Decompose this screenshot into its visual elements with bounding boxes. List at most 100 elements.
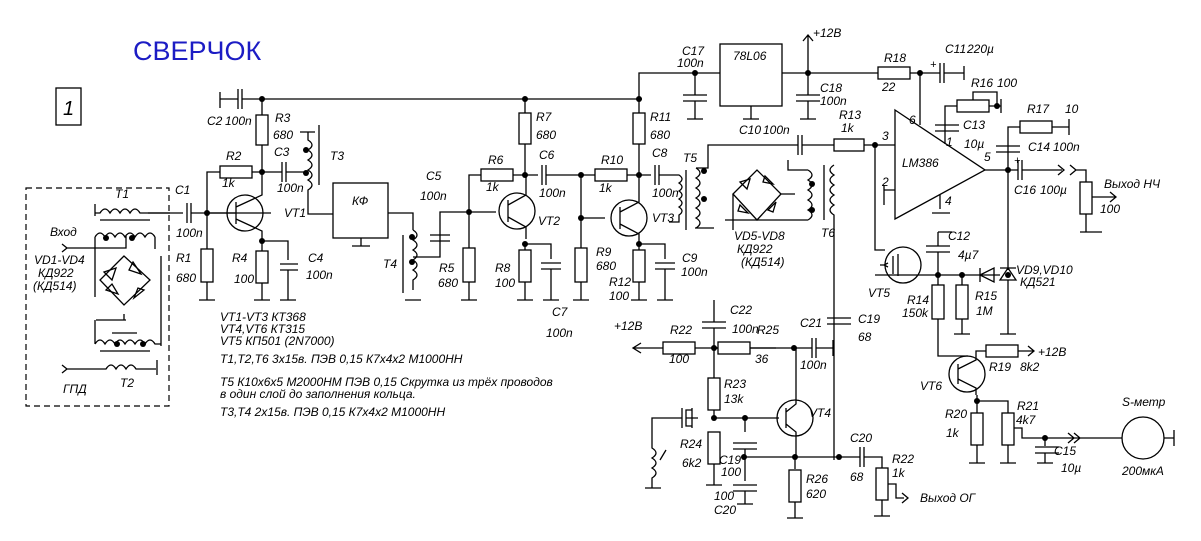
- VT2-collector-wires: [524, 99, 581, 185]
- R7-ref: R7: [536, 110, 553, 124]
- VT1-label: VT1: [284, 206, 306, 220]
- R12-ref: R12: [609, 275, 631, 289]
- R26-ref: R26: [806, 472, 828, 486]
- VT1-leads: [207, 172, 263, 241]
- s-meter-value: 200мкА: [1121, 464, 1164, 478]
- diodes-type: КД922: [38, 266, 74, 280]
- VT6-label: VT6: [920, 379, 942, 393]
- R1-wire: [199, 213, 215, 301]
- R6-ref: R6: [488, 153, 504, 167]
- VT2-emitter-wires: [517, 243, 561, 301]
- potentiometer-R16: [956, 99, 990, 113]
- VT5-gate-wire: [874, 145, 885, 251]
- VT3-emitter-wires: [631, 243, 675, 301]
- plus12-label-VT6: +12В: [1038, 345, 1066, 359]
- R12-value: 100: [609, 289, 629, 303]
- C11-ref: C11: [945, 42, 966, 56]
- VT2-label: VT2: [538, 214, 560, 228]
- capacitor-C15: [1035, 432, 1122, 464]
- VT2-base-wires: [461, 174, 525, 301]
- transistor-VT4: [776, 399, 814, 437]
- C19b-value: 100: [721, 465, 741, 479]
- note-transistors-2: VT4,VT6 КТ315: [220, 322, 305, 336]
- C16-value: 100µ: [1040, 183, 1067, 197]
- volume-pot-value: 100: [1100, 202, 1120, 216]
- capacitor-C17: [683, 73, 707, 120]
- VT2-leads: [507, 175, 527, 239]
- T4-label: T4: [383, 257, 397, 271]
- stage-VT3: R10 1k R9 680 VT3 R11 680 C8 100n R12 10…: [573, 96, 708, 303]
- label-T1: T1: [115, 187, 129, 201]
- R10-ref: R10: [601, 153, 623, 167]
- VT4-leads: [785, 348, 797, 455]
- R4-C4-wires: [254, 240, 298, 301]
- R5-value: 680: [438, 276, 458, 290]
- capacitor-C20-and-R22: [855, 447, 910, 517]
- R1-ref: R1: [176, 251, 191, 265]
- pin-2: 2: [881, 175, 889, 189]
- R7-value: 680: [536, 128, 556, 142]
- resistor-R22: [662, 341, 696, 355]
- capacitor-C10: [797, 135, 834, 155]
- note-transistors-3: VT5 КП501 (2N7000): [220, 334, 335, 348]
- KF-label: КФ: [352, 194, 369, 208]
- resistor-R23: [707, 377, 721, 411]
- C20b-ref: C20: [714, 503, 736, 517]
- input-mixer-block: T1 Вход VD1-VD4 КД922 (КД514) T2 ГПД: [25, 187, 170, 407]
- amplifier-label: LM386: [902, 156, 939, 170]
- VT5-label: VT5: [868, 286, 890, 300]
- s-meter: [1121, 416, 1165, 460]
- resistor-R12: [632, 249, 646, 283]
- VD5-VD8-type: КД922: [737, 242, 773, 256]
- T6-secondary: [829, 164, 836, 460]
- input-label: Вход: [50, 225, 77, 239]
- diodes-label: VD1-VD4: [34, 253, 85, 267]
- local-oscillator: +12В R22 100 C22 100n R25 36 C21 100n R2…: [614, 300, 977, 519]
- C9-ref: C9: [682, 251, 698, 265]
- resistor-R26: [788, 469, 802, 503]
- R9-ref: R9: [596, 245, 612, 259]
- volume-pot: [1079, 181, 1093, 215]
- transformer-T5: [694, 144, 798, 229]
- T6-label: T6: [821, 226, 835, 240]
- R22b-ref: R22: [892, 452, 914, 466]
- resistor-R6: [480, 168, 514, 182]
- R24-value: 6k2: [682, 456, 702, 470]
- R20-R21-wires: [969, 395, 1047, 464]
- resistor-R10: [594, 168, 628, 182]
- oscillator-supply: [631, 342, 776, 354]
- C21-value: 100n: [800, 358, 827, 372]
- C6-ref: C6: [539, 148, 555, 162]
- C2-value: 100n: [225, 114, 252, 128]
- capacitor-C16: [1017, 160, 1087, 200]
- resistor-R15: [955, 284, 969, 320]
- C15-ref: C15: [1054, 444, 1076, 458]
- amp-ground-pins: [883, 185, 950, 214]
- transformer-T2-secondary: [61, 360, 158, 375]
- C9-value: 100n: [681, 265, 708, 279]
- input-arrow: [61, 236, 127, 253]
- transformer-T1-primary: [94, 204, 170, 216]
- C20-value: 68: [850, 470, 864, 484]
- stage-VT2: R6 1k R5 680 VT2 R7 680 C6 100n R8 100 C…: [438, 96, 581, 340]
- transistor-VT2: [498, 192, 536, 230]
- VD5-VD8-alt: (КД514): [741, 255, 785, 269]
- C17-ref: C17: [682, 44, 705, 58]
- C22-ref: C22: [730, 303, 752, 317]
- note-T5-line2: в один слой до заполнения кольца.: [220, 387, 416, 401]
- plus12-label-top: +12В: [813, 26, 841, 40]
- transformer-T4: [402, 211, 466, 301]
- zobel-network: [985, 119, 1070, 171]
- R22b-value: 1k: [892, 466, 906, 480]
- C1-value: 100n: [176, 226, 203, 240]
- C22-value: 100n: [732, 322, 759, 336]
- note-transistors-1: VT1-VT3 КТ368: [220, 310, 306, 324]
- R2-ref: R2: [226, 149, 242, 163]
- T5-label: T5: [683, 151, 697, 165]
- C16-plus: +: [1014, 155, 1021, 167]
- R16-ref: R16: [971, 76, 993, 90]
- R4-value: 100: [234, 272, 254, 286]
- resistor-R1: [200, 248, 214, 283]
- capacitor-C22: [702, 300, 726, 349]
- R4-ref: R4: [232, 251, 248, 265]
